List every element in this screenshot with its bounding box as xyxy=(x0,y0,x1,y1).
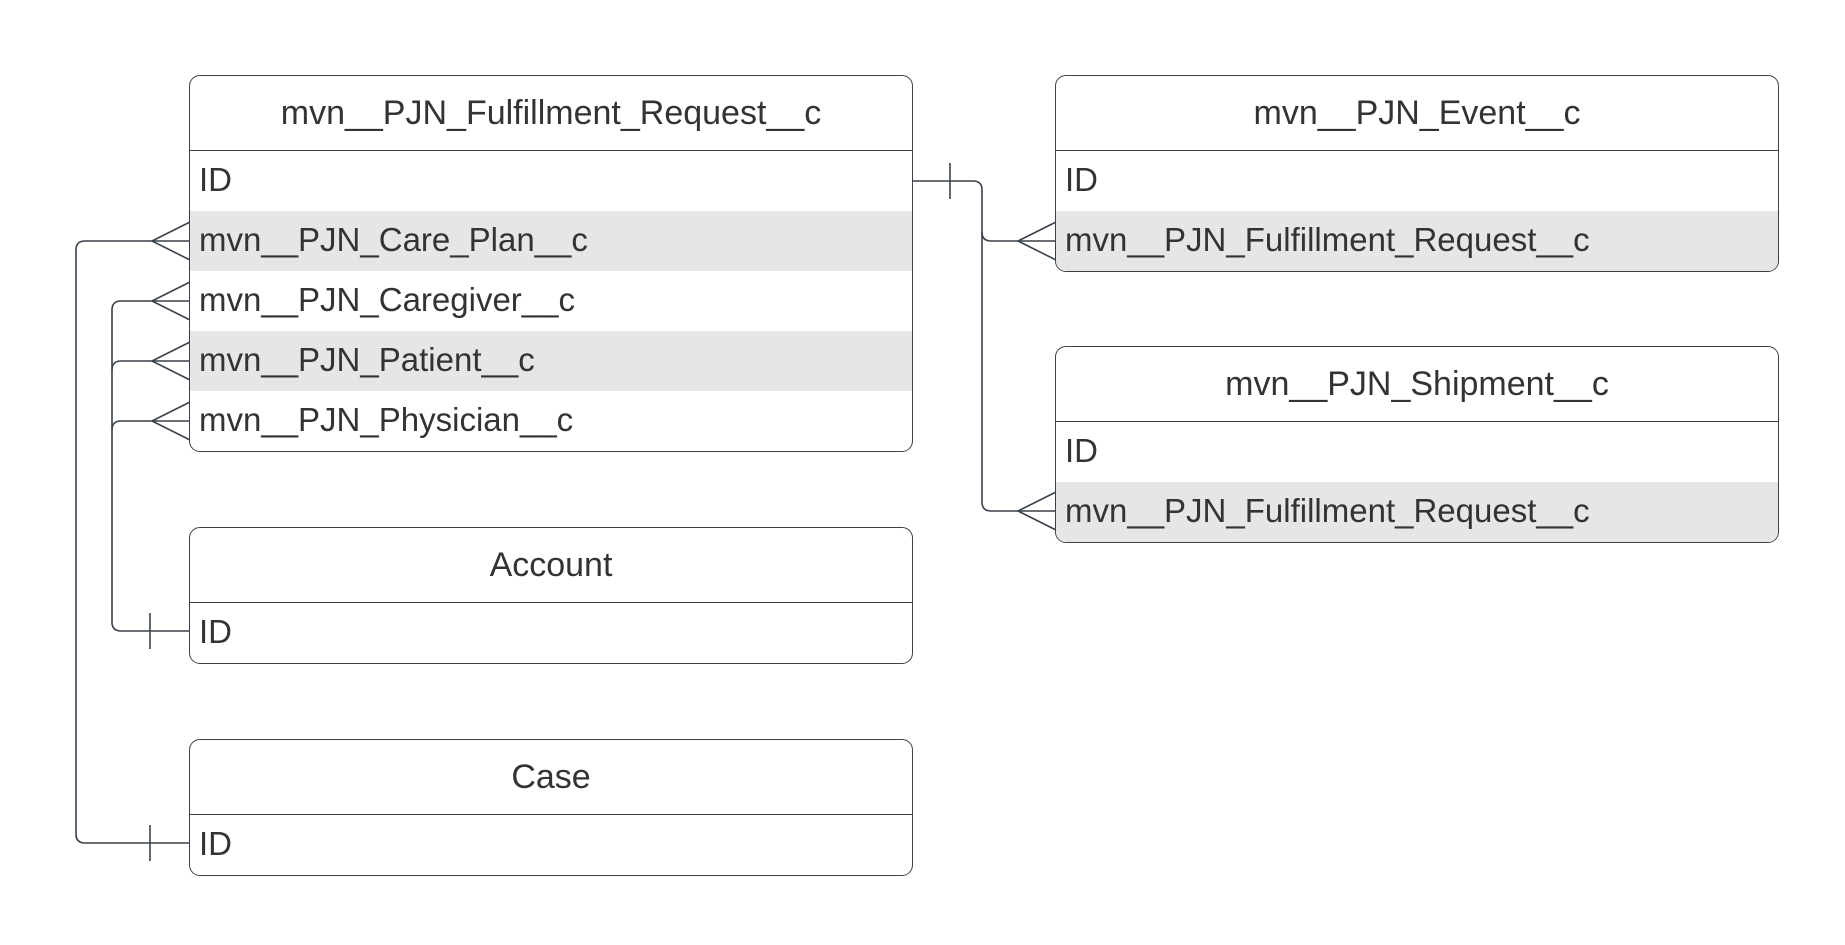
many-marker xyxy=(1016,491,1057,531)
entity-title: mvn__PJN_Fulfillment_Request__c xyxy=(190,76,912,151)
connector-account-caregiver-patient-physician xyxy=(111,281,191,649)
field-row-id: ID xyxy=(199,825,232,862)
field-row-care-plan: mvn__PJN_Care_Plan__c xyxy=(190,211,912,271)
connector-case-care-plan xyxy=(75,221,191,861)
many-marker xyxy=(150,221,191,261)
entity-title: mvn__PJN_Event__c xyxy=(1056,76,1778,151)
entity-event[interactable]: mvn__PJN_Event__c ID mvn__PJN_Fulfillmen… xyxy=(1055,75,1779,272)
many-marker xyxy=(150,281,191,321)
field-row-id: ID xyxy=(1065,161,1098,198)
entity-account[interactable]: Account ID xyxy=(189,527,913,664)
field-row-fulfillment-request: mvn__PJN_Fulfillment_Request__c xyxy=(1056,482,1778,542)
entity-title: Account xyxy=(190,528,912,603)
field-row-id: ID xyxy=(199,613,232,650)
entity-shipment[interactable]: mvn__PJN_Shipment__c ID mvn__PJN_Fulfill… xyxy=(1055,346,1779,543)
field-row-caregiver: mvn__PJN_Caregiver__c xyxy=(199,281,576,318)
entity-fulfillment-request[interactable]: mvn__PJN_Fulfillment_Request__c ID mvn__… xyxy=(189,75,913,452)
field-row-id: ID xyxy=(1065,432,1098,469)
field-row-patient: mvn__PJN_Patient__c xyxy=(190,331,912,391)
field-row-physician: mvn__PJN_Physician__c xyxy=(199,401,574,438)
many-marker xyxy=(150,401,191,441)
many-marker xyxy=(150,341,191,381)
field-row-id: ID xyxy=(199,161,232,198)
entity-title: mvn__PJN_Shipment__c xyxy=(1056,347,1778,422)
field-row-fulfillment-request: mvn__PJN_Fulfillment_Request__c xyxy=(1056,211,1778,271)
connector-fulfillment-request-event-shipment xyxy=(912,163,1057,531)
many-marker xyxy=(1016,221,1057,261)
entity-title: Case xyxy=(190,740,912,815)
entity-case[interactable]: Case ID xyxy=(189,739,913,876)
